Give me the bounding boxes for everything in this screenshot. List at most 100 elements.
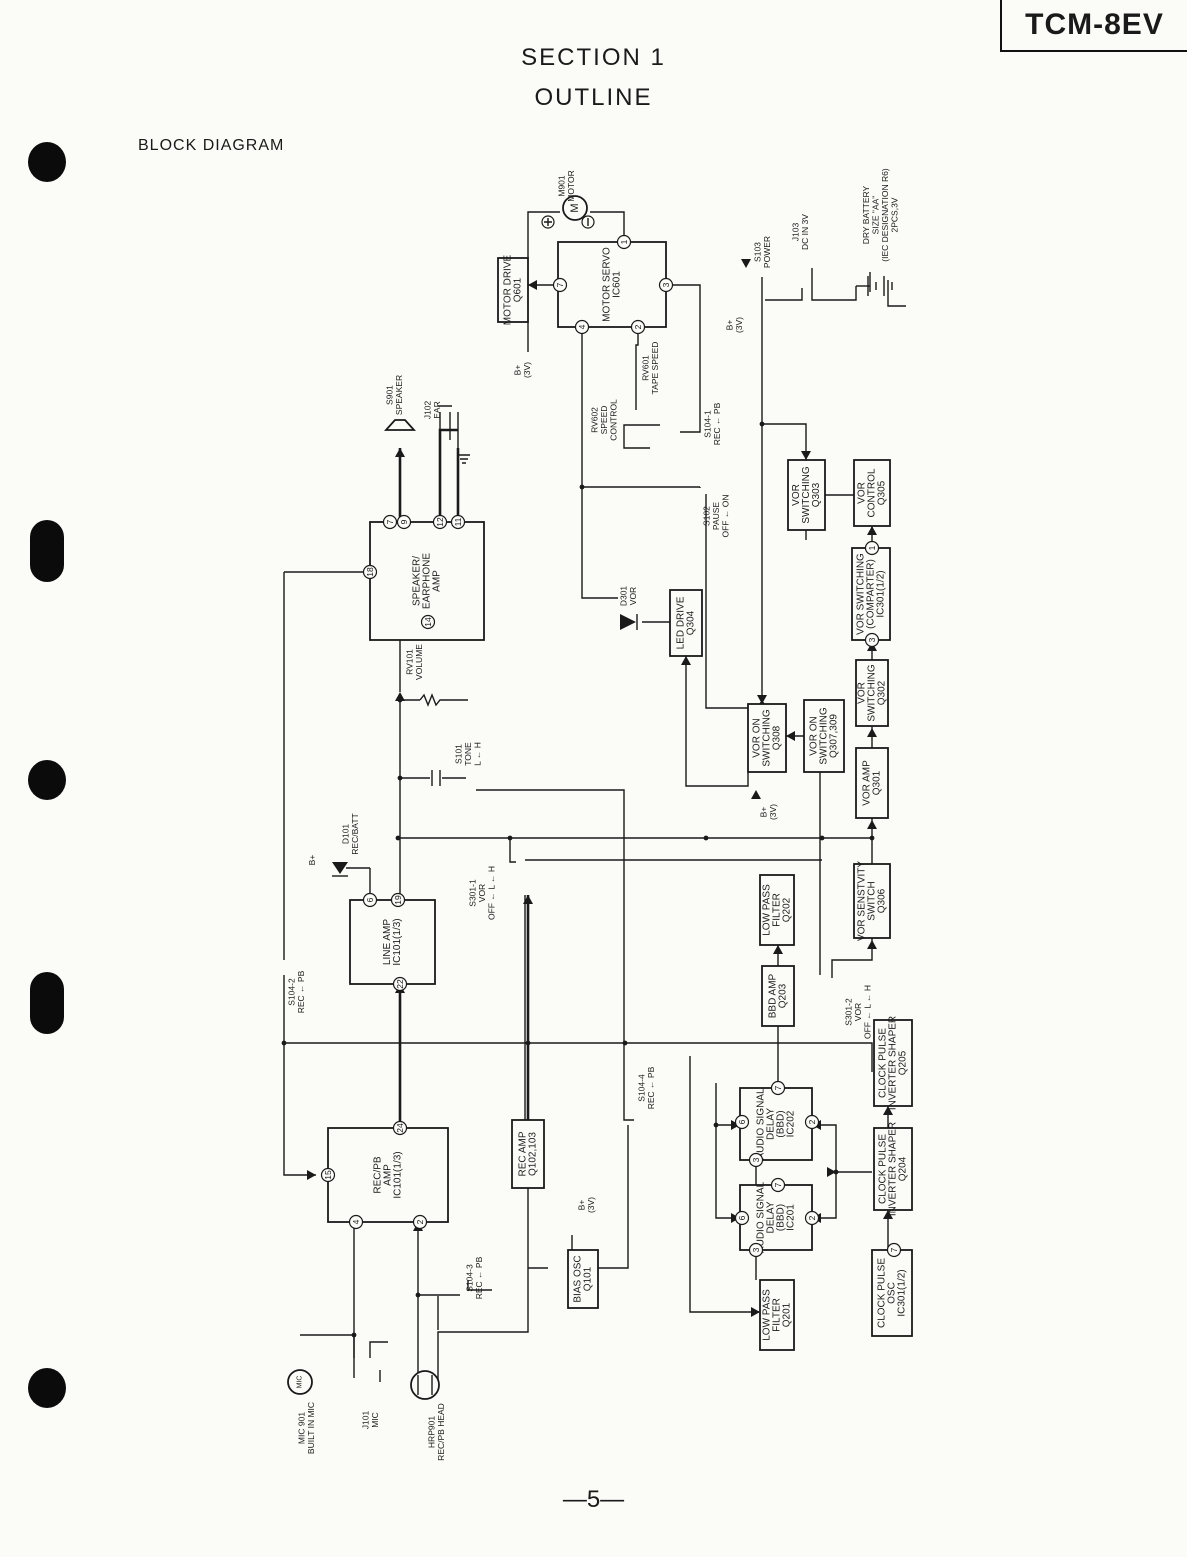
component-label-line: EAR [432,401,442,418]
pin-number: 6 [365,897,375,902]
pin-circle [770,1080,786,1096]
block-label-line: Q101 [583,1266,594,1291]
model-number-box: TCM-8EV [1000,0,1187,52]
block-label-line: OSC [887,1282,898,1304]
component-label-line: S101 [454,744,464,764]
block-label-line: AMP [432,570,443,592]
pin-3: 3 [748,1152,764,1168]
component-label-line: SPEED [599,406,609,435]
pin-circle [748,1242,764,1258]
block-outline [851,547,891,641]
pin-number: 11 [453,517,463,526]
motor-glyph: M [569,203,581,212]
component-label-line: RV602 [590,407,600,433]
arrow-head [867,728,877,737]
component-label-line: MOTOR [566,170,576,201]
component-label-line: SIZE "AA" [870,196,880,235]
component-label-line: B+ [758,807,768,818]
block-label-line: SWITCH [867,881,878,920]
pin-number: 6 [737,1119,747,1124]
component-label-line: RV601 [640,355,650,381]
block-label-line: DELAY [766,1108,777,1140]
component-label-line: S104-1 [702,410,712,438]
head-gap [417,1375,433,1395]
section-title: OUTLINE [534,84,653,111]
block-label-line: BIAS OSC [573,1255,584,1302]
block-label-line: IC601 [612,271,623,298]
block-label-line: Q301 [872,770,883,795]
component-label-line: 2PCS,3V [889,197,899,232]
pin-6: 6 [734,1114,750,1130]
pin-circle [574,319,590,335]
component-label-line: (3V) [586,1197,596,1213]
block-label-line: IC202 [786,1110,797,1137]
pin-number: 7 [773,1085,783,1090]
plus-mark [544,218,552,226]
pin-circle [864,632,880,648]
pin-circle [804,1210,820,1226]
component-label-line: MIC 901 [296,1412,306,1444]
junction-dot [833,1169,839,1175]
pin-circle [804,1114,820,1130]
block-outline [747,703,787,773]
pin-1: 1 [864,540,880,556]
pin-6: 6 [734,1210,750,1226]
pin-number: 14 [423,617,433,627]
arrow-head [827,1167,836,1177]
component-label-line: REC ← PB [296,970,306,1013]
binder-hole [28,142,66,182]
pin-number: 7 [773,1182,783,1187]
junction-dot [281,1040,287,1046]
pin-circle [362,892,378,908]
pin-circle [392,1120,408,1136]
pin-14: 14 [420,614,436,630]
pin-22: 22 [392,976,408,992]
pin-circle [412,1214,428,1230]
pin-circle [320,1167,336,1183]
component-label-line: (IEC DESIGNATION R6) [880,168,890,262]
component-label-line: RV101 [404,649,414,675]
block-label-line: IC201 [786,1204,797,1231]
model-number: TCM-8EV [1025,8,1164,41]
pin-number: 22 [395,979,405,989]
page-number: —5— [562,1486,625,1513]
component-label-line: REC/PB HEAD [436,1403,446,1461]
led-d101-icon [332,862,348,877]
block-label-line: Q304 [686,610,697,635]
pin-2: 2 [804,1114,820,1130]
block-label-line: REC AMP [518,1131,529,1176]
component-label-line: S102 [702,506,712,526]
component-label-line: VOLUME [414,644,424,680]
block-label-line: Q601 [513,277,524,302]
component-label-line: B+ [724,320,734,331]
block-label-line: (COMPARTER) [866,559,877,629]
block-label-line: (BBD) [776,1204,787,1231]
arrow-head [523,895,533,904]
block-label-line: SWITCHING [867,664,878,721]
block-outline [759,1279,795,1351]
block-outline [873,1019,913,1107]
block-label-line: VOR ON [752,718,763,757]
junction-dot [415,1292,421,1298]
arrow-head [395,692,405,701]
wiring [283,211,906,1385]
label-bplus-led: B+ [307,855,317,866]
pin-circle [886,1242,902,1258]
block-label-line: LED DRIVE [676,596,687,649]
block-label-line: DELAY [766,1201,777,1233]
